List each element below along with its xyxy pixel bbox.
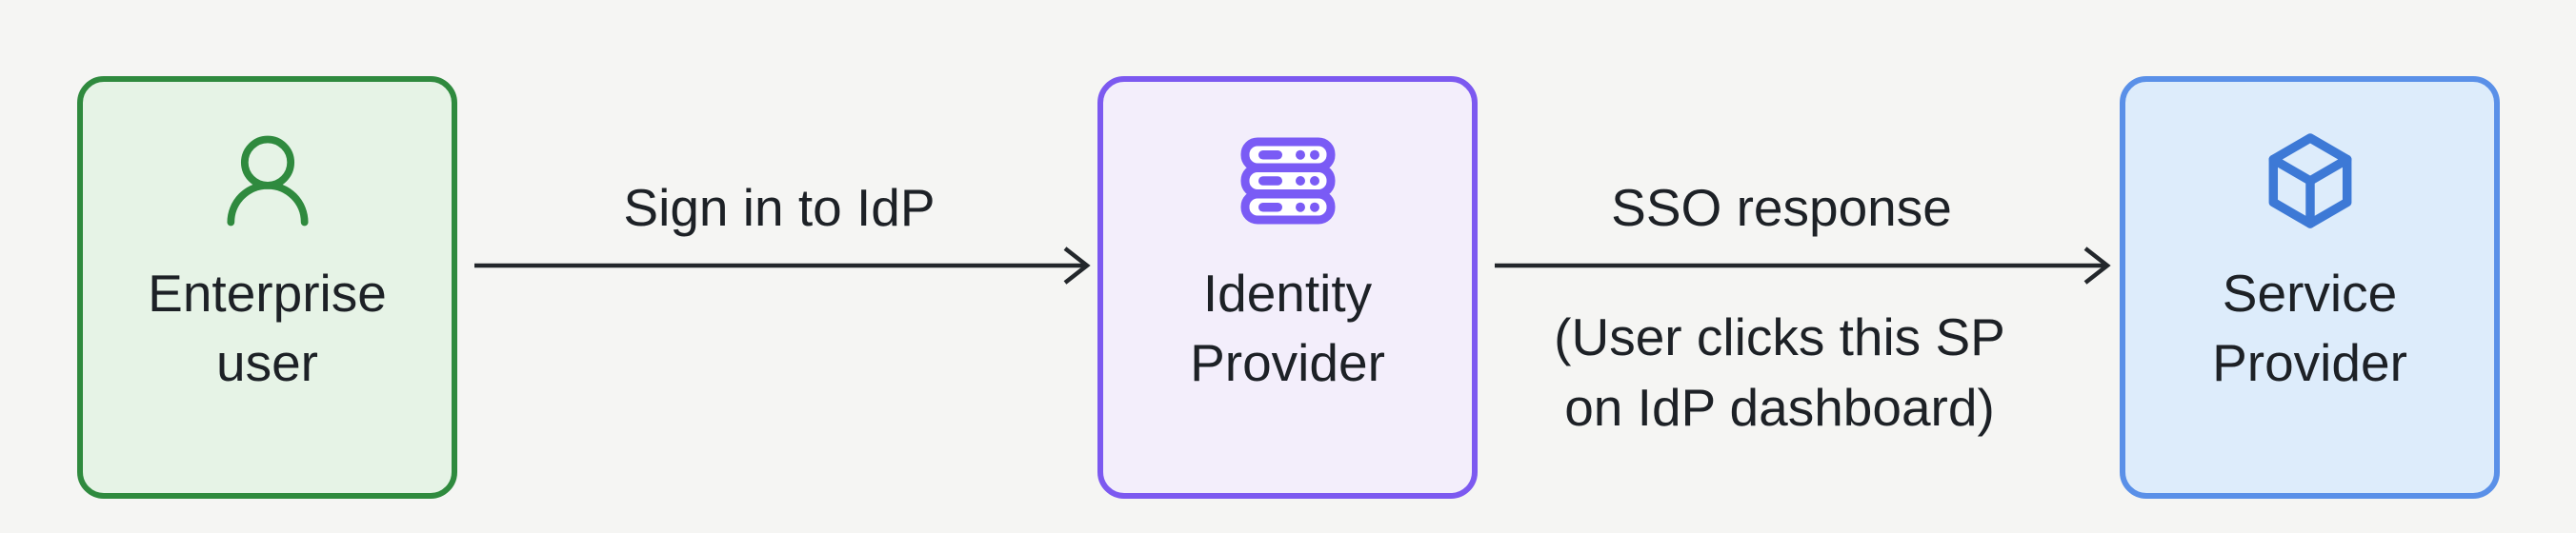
- server-icon: [1240, 128, 1336, 234]
- edge-label-sso-response: SSO response: [1611, 178, 1952, 237]
- node-label-identity-provider: Identity Provider: [1190, 259, 1385, 398]
- node-identity-provider: Identity Provider: [1097, 76, 1478, 499]
- node-label-line2: Provider: [1190, 333, 1385, 392]
- edge-caption-line2: on IdP dashboard): [1564, 378, 1995, 437]
- node-label-line2: Provider: [2212, 333, 2407, 392]
- node-label-line1: Identity: [1202, 264, 1373, 323]
- node-label-line1: Service: [2222, 264, 2398, 323]
- node-label-enterprise-user: Enterprise user: [148, 259, 387, 398]
- edge-caption-line1: (User clicks this SP: [1554, 307, 2005, 366]
- node-enterprise-user: Enterprise user: [77, 76, 457, 499]
- arrow-sso-response: [1495, 247, 2111, 285]
- edge-caption-sso: (User clicks this SP on IdP dashboard): [1446, 302, 2113, 443]
- arrow-signin-to-idp: [474, 247, 1091, 285]
- user-icon: [212, 128, 323, 234]
- edge-label-signin: Sign in to IdP: [623, 178, 936, 237]
- node-label-line2: user: [215, 333, 318, 392]
- cube-icon: [2259, 128, 2362, 234]
- node-label-service-provider: Service Provider: [2212, 259, 2407, 398]
- node-label-line1: Enterprise: [148, 264, 387, 323]
- node-service-provider: Service Provider: [2120, 76, 2500, 499]
